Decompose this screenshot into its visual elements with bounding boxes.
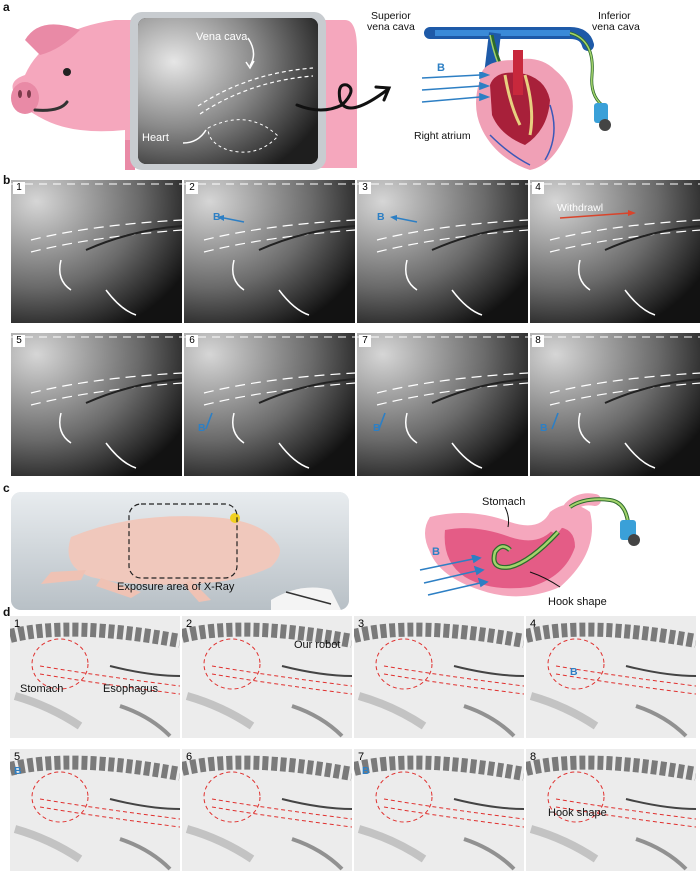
superior-label-2: vena cava [367, 21, 415, 33]
inferior-label-2: vena cava [592, 21, 640, 33]
heart-label: Heart [142, 132, 169, 144]
frame-number: 7 [359, 335, 371, 347]
b-field-label-b6: B [198, 422, 206, 434]
frame-number: 6 [186, 335, 198, 347]
superior-label-1: Superior [371, 10, 411, 22]
frame-number: 2 [186, 182, 198, 194]
frame-number: 7 [358, 751, 365, 763]
field-arrows-icon-c [418, 555, 493, 600]
frame-number: 3 [358, 618, 365, 630]
esophagus-label: Esophagus [103, 683, 159, 695]
panel-label-b: b [3, 173, 11, 187]
b-field-label-b8: B [540, 422, 548, 434]
panel-label-d: d [3, 605, 11, 619]
withdrawl-label: Withdrawl [557, 202, 604, 214]
frame-number: 8 [530, 751, 537, 763]
b-field-label-b3: B [377, 211, 385, 223]
b-field-label-d5: B [14, 765, 22, 777]
frame-number: 8 [532, 335, 544, 347]
xray-frame-b1: 1 [11, 180, 182, 323]
xray-frame-b2: 2 [184, 180, 355, 323]
xray-frame-b4: 4 [530, 180, 700, 323]
xray-frame-b5: 5 [11, 333, 182, 476]
frame-number: 3 [359, 182, 371, 194]
field-arrows-icon-a [420, 72, 495, 112]
inferior-label-1: Inferior [598, 10, 631, 22]
xray-frame-d7: 7 [354, 749, 524, 871]
xray-window [130, 12, 326, 170]
right-atrium-label: Right atrium [414, 130, 471, 142]
xray-frame-d8: 8 [526, 749, 696, 871]
b-field-label-a: B [437, 62, 445, 74]
frame-number: 5 [13, 335, 25, 347]
frame-number: 4 [530, 618, 537, 630]
exposure-label: Exposure area of X-Ray [117, 581, 235, 593]
b-field-label-c: B [432, 546, 440, 558]
pig-photo [11, 492, 349, 610]
b-field-label-d7: B [362, 765, 370, 777]
frame-number: 5 [14, 751, 21, 763]
loop-arrow-icon [292, 75, 402, 130]
b-field-label-b2: B [213, 211, 221, 223]
xray-frame-d3: 3 [354, 616, 524, 738]
xray-frame-d1: 1 [10, 616, 180, 738]
xray-frame-b6: 6 [184, 333, 355, 476]
frame-number: 1 [13, 182, 25, 194]
hook-label-c: Hook shape [548, 596, 607, 608]
frame-number: 2 [186, 618, 193, 630]
xray-frame-b8: 8 [530, 333, 700, 476]
vena-cava-label: Vena cava [196, 31, 248, 43]
xray-frame-d4: 4 [526, 616, 696, 738]
xray-frame-d2: 2 [182, 616, 352, 738]
panel-label-a: a [3, 0, 10, 14]
robot-label: Our robot [294, 639, 341, 651]
xray-frame-b3: 3 [357, 180, 528, 323]
hook-label-d: Hook shape [548, 807, 607, 819]
frame-number: 4 [532, 182, 544, 194]
stomach-label-c: Stomach [482, 496, 526, 508]
frame-number: 1 [14, 618, 21, 630]
xray-frame-d6: 6 [182, 749, 352, 871]
stomach-label-d: Stomach [20, 683, 64, 695]
frame-number: 6 [186, 751, 193, 763]
heart-illustration [420, 15, 620, 175]
panel-label-c: c [3, 481, 10, 495]
xray-frame-b7: 7 [357, 333, 528, 476]
b-field-label-d4: B [570, 666, 578, 678]
b-field-label-b7: B [373, 422, 381, 434]
xray-frame-d5: 5 [10, 749, 180, 871]
